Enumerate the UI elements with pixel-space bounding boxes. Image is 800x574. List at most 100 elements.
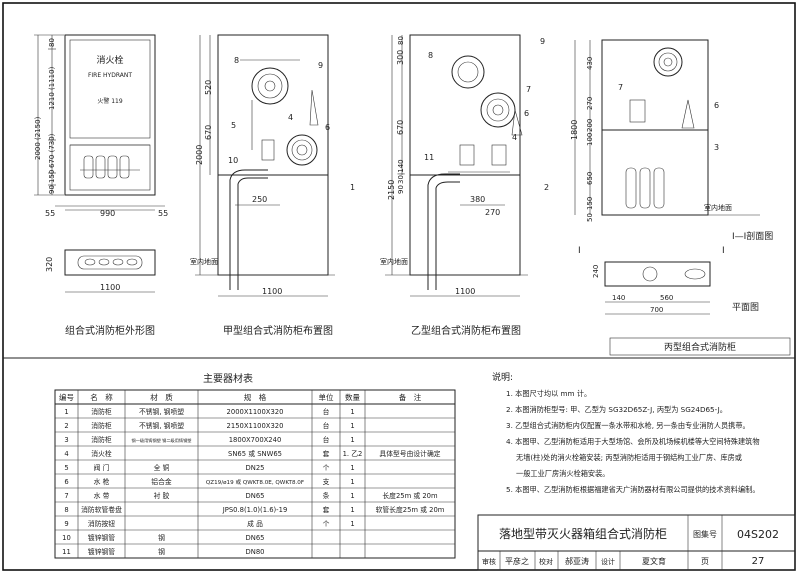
door-label-en: FIRE HYDRANT: [88, 72, 132, 79]
extinguisher-group-icon: [80, 155, 140, 179]
callout-b-8: 8: [428, 51, 433, 60]
table-cell-col-spec: DN65: [246, 492, 265, 500]
dim-ext-55a: 55: [45, 209, 55, 218]
table-cell-col-material: 全 铜: [154, 463, 170, 472]
floor-label-b: 室内地面: [380, 257, 408, 266]
note-line-7: 5. 本图甲、乙型消防柜根据福建省天广消防器材有限公司提供的技术资料编制。: [506, 485, 760, 494]
table-cell-col-material: 钢一级用铸钢塑 钢二级用铸钢塑: [132, 437, 192, 444]
dim-b-90: 90: [397, 185, 405, 194]
dim-a-2000: 2000: [195, 145, 204, 165]
table-cell-col-spec: 1800X700X240: [229, 436, 282, 444]
callout-c-6: 6: [714, 101, 719, 110]
review-signature: 平彦之: [505, 556, 529, 566]
table-cell-col-no: 9: [64, 520, 68, 528]
dim-b-2150: 2150: [387, 180, 396, 200]
note-line-5: 无墙(柱)处的消火栓箱安装; 丙型消防柜适用于钢结构工业厂房、库房或: [516, 453, 742, 462]
table-cell-col-remark: 长度25m 或 20m: [382, 491, 438, 500]
dim-b-380: 380: [470, 195, 485, 204]
table-cell-col-spec: DN25: [246, 464, 265, 472]
door-label-cn: 消火栓: [96, 54, 123, 66]
view-title-exterior: 组合式消防柜外形图: [65, 324, 155, 337]
design-signature: 夏文育: [642, 556, 666, 566]
table-cell-col-material: 衬 胶: [154, 491, 170, 500]
dim-b-30-140: 30|140: [397, 159, 405, 184]
note-line-1: 1. 本图尺寸均以 mm 计。: [506, 389, 591, 398]
callout-b-9: 9: [540, 37, 545, 46]
table-cell-col-spec: SN65 或 SNW65: [228, 449, 282, 458]
table-cell-col-no: 4: [64, 450, 68, 458]
callout-b-6: 6: [524, 109, 529, 118]
atlas-label: 图集号: [693, 529, 717, 539]
table-cell-col-material: 不锈钢, 钢喷塑: [139, 407, 184, 416]
dim-c-240: 240: [592, 265, 600, 278]
table-cell-col-unit: 套: [323, 449, 330, 458]
callout-b-11: 11: [424, 153, 434, 162]
callout-b-4: 4: [512, 133, 517, 142]
page-number: 27: [752, 556, 765, 567]
table-cell-col-name: 阀 门: [94, 463, 110, 472]
table-cell-col-no: 1: [64, 408, 68, 416]
dim-c-560: 560: [660, 294, 673, 302]
section-mark-left: I: [578, 246, 581, 256]
table-cell-col-no: 2: [64, 422, 68, 430]
table-cell-col-qty: 1: [350, 478, 354, 486]
dim-ext-55b: 55: [158, 209, 168, 218]
section-mark-right: I: [722, 246, 725, 256]
notes-title: 说明:: [492, 371, 513, 383]
callout-a-6: 6: [325, 123, 330, 132]
table-cell-col-spec: 成 品: [247, 519, 263, 528]
table-cell-col-spec: DN65: [246, 534, 265, 542]
dim-ext-upper: 1210 (1110): [48, 66, 56, 110]
callout-b-2: 2: [544, 183, 549, 192]
callout-a-4: 4: [288, 113, 293, 122]
dim-a-520: 520: [204, 80, 213, 95]
dim-a-250: 250: [252, 195, 267, 204]
table-header-col-spec: 规 格: [244, 392, 267, 402]
title-block-grid: [477, 514, 796, 571]
dim-c-650: 650: [586, 172, 594, 185]
check-signature: 郝亚涛: [565, 556, 589, 566]
callout-b-7: 7: [526, 85, 531, 94]
door-label-phone: 火警 119: [97, 97, 123, 105]
dim-c-1800: 1800: [570, 120, 579, 140]
table-cell-col-no: 10: [62, 534, 71, 542]
table-header-col-material: 材 质: [150, 392, 173, 402]
table-header-col-unit: 单位: [319, 392, 334, 402]
floor-label-c: 室内地面: [704, 203, 732, 212]
callout-a-8: 8: [234, 56, 239, 65]
table-cell-col-spec: 2150X1100X320: [227, 422, 284, 430]
materials-table-grid: [54, 389, 456, 559]
table-header-col-remark: 备 注: [399, 392, 422, 402]
table-cell-col-qty: 1: [350, 464, 354, 472]
dim-ext-90: 90: [48, 185, 56, 194]
table-cell-col-name: 消防柜: [91, 421, 112, 430]
exterior-view: 消火栓 FIRE HYDRANT 火警 119: [34, 34, 165, 293]
view-title-plan: 平面图: [732, 302, 759, 313]
callout-a-5: 5: [231, 121, 236, 130]
table-cell-col-no: 6: [64, 478, 68, 486]
dim-c-150: 150: [586, 197, 594, 210]
atlas-number: 04S202: [737, 528, 779, 541]
table-cell-col-unit: 台: [323, 407, 330, 416]
table-cell-col-qty: 1. 乙2: [343, 450, 363, 458]
table-cell-col-material: 钢: [158, 533, 165, 542]
table-cell-col-qty: 1: [350, 422, 354, 430]
table-cell-col-name: 水 枪: [94, 477, 110, 486]
dim-ext-mid: 670 (730): [48, 133, 56, 168]
table-cell-col-name: 消防软管卷盘: [81, 505, 122, 514]
table-cell-col-name: 消防柜: [91, 407, 112, 416]
dim-c-140: 140: [612, 294, 625, 302]
table-cell-col-no: 11: [62, 548, 71, 556]
table-cell-col-unit: 个: [323, 520, 330, 528]
drawing-title: 落地型带灭火器箱组合式消防柜: [499, 526, 667, 541]
table-cell-col-name: 镀锌钢管: [88, 547, 115, 556]
table-cell-col-unit: 套: [323, 505, 330, 514]
table-cell-col-no: 5: [64, 464, 68, 472]
table-cell-col-unit: 台: [323, 421, 330, 430]
dim-ext-150: 150: [48, 170, 56, 183]
dim-a-670: 670: [204, 125, 213, 140]
callout-c-3: 3: [714, 143, 719, 152]
check-label: 校对: [539, 557, 553, 566]
dim-ext-320: 320: [45, 257, 54, 272]
